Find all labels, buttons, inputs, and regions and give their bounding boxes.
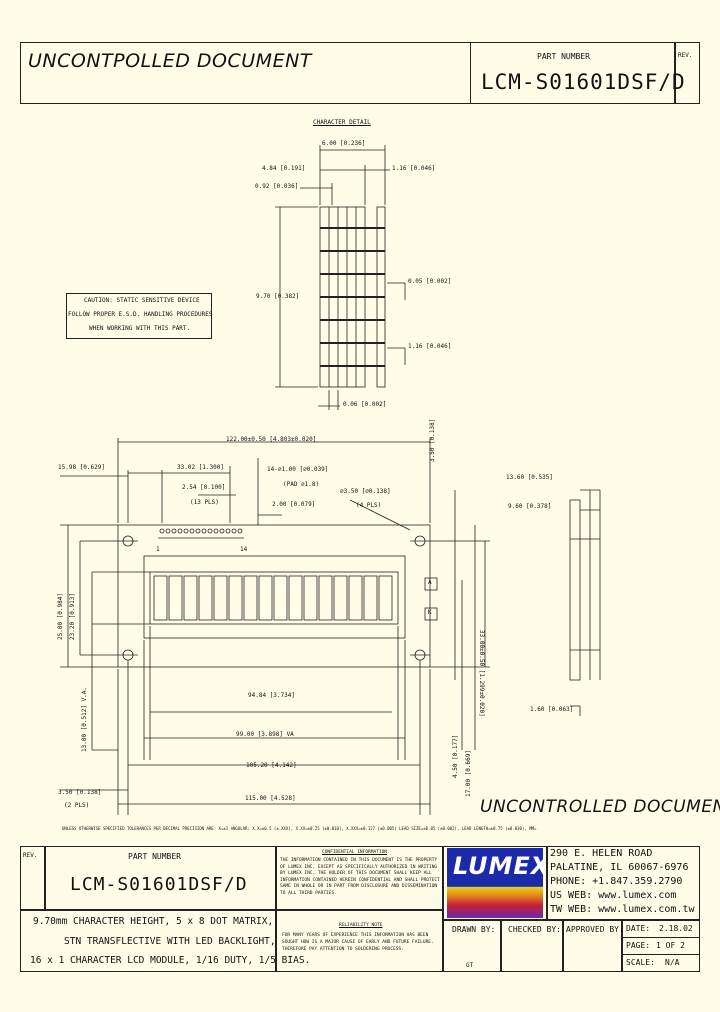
dim-254: 2.54 [0.100]: [182, 484, 226, 491]
tb-conf-box: [276, 846, 443, 910]
dim-200: 2.00 [0.079]: [272, 501, 316, 508]
tb-us-web: US WEB: www.lumex.com: [550, 890, 677, 901]
dim-char-005: 0.05 [0.002]: [408, 278, 452, 285]
dim-2-pls: (2 PLS): [64, 802, 90, 809]
dim-2500: 25.00 [0.984]: [57, 593, 64, 640]
dim-115: 115.00 [4.528]: [245, 795, 296, 802]
dim-450: 4.50 [0.177]: [452, 734, 459, 778]
tb-reliab-body: FOR MANY YEARS OF EXPERIENCE THIS INFORM…: [282, 933, 434, 952]
dim-char-092: 0.92 [0.036]: [255, 183, 299, 190]
tb-reliab-title: RELIABILITY NOTE: [339, 923, 383, 928]
character-detail-title: CHARACTER DETAIL: [313, 119, 371, 126]
dim-10520: 105.20 [4.142]: [246, 762, 297, 769]
pin-14-label: 14: [240, 546, 248, 553]
dim-char-484: 4.84 [0.191]: [262, 165, 306, 172]
tb-conf-title: CONFIDENTIAL INFORMATION: [322, 850, 388, 855]
dim-3302: 33.02 [1.300]: [177, 464, 224, 471]
tb-rev-label: REV.: [23, 852, 38, 859]
led-anode-label: A: [428, 579, 432, 586]
caution-line-1: CAUTION: STATIC SENSITIVE DEVICE: [84, 297, 200, 304]
dim-char-116-top: 1.16 [0.046]: [392, 165, 436, 172]
header-part-number: LCM-S01601DSF/D: [481, 70, 686, 94]
tb-date: 2.18.02: [659, 924, 693, 933]
dim-char-116-mid: 1.16 [0.046]: [408, 343, 452, 350]
tb-checked-box: [501, 920, 563, 972]
dim-char-970: 9.70 [0.382]: [256, 293, 300, 300]
caution-line-3: WHEN WORKING WITH THIS PART.: [89, 325, 191, 332]
tb-drawn-by-label: DRAWN BY:: [452, 925, 496, 934]
tb-desc-box: [20, 910, 276, 972]
tb-phone: PHONE: +1.847.359.2790: [550, 876, 683, 887]
dim-1700: 17.00 [0.669]: [465, 750, 472, 797]
dim-hole: ∅3.50 [∅0.138]: [340, 488, 391, 495]
tb-part-number: LCM-S01601DSF/D: [70, 874, 248, 895]
tb-page-label: PAGE:: [626, 941, 651, 950]
tb-desc-2: STN TRANSFLECTIVE WITH LED BACKLIGHT,: [64, 936, 276, 947]
header-part-box: [470, 42, 675, 104]
dim-2320: 23.20 [0.913]: [69, 593, 76, 640]
led-cathode-label: K: [428, 609, 432, 616]
tb-part-box: [45, 846, 276, 910]
tb-date-label: DATE:: [626, 924, 651, 933]
tb-addr-2: PALATINE, IL 60067-6976: [550, 862, 689, 873]
tb-page: 1 OF 2: [656, 941, 685, 950]
dim-960: 9.60 [0.378]: [508, 503, 552, 510]
tb-rev-box: [20, 846, 45, 910]
tb-part-number-label: PART NUMBER: [128, 852, 181, 861]
tb-drawn-box: [443, 920, 501, 972]
dim-33: 33.00±0.50 [1.299±0.020]: [478, 630, 485, 717]
dim-160: 1.60 [0.063]: [530, 706, 574, 713]
header-rev-label: REV.: [678, 52, 693, 59]
dim-1598: 15.98 [0.629]: [58, 464, 105, 471]
tb-approved-box: [563, 920, 622, 972]
dim-350-bot: 3.50 [0.138]: [58, 789, 102, 796]
tb-tw-web: TW WEB: www.lumex.com.tw: [550, 904, 695, 915]
tolerance-note: UNLESS OTHERWISE SPECIFIED TOLERANCES PE…: [62, 826, 537, 831]
tb-scale-box: [622, 954, 700, 972]
dim-13-pls: (13 PLS): [190, 499, 219, 506]
lumex-logo: LUMEX: [447, 848, 543, 918]
dim-350-top: 3.50 [0.138]: [429, 418, 436, 462]
tb-scale-label: SCALE:: [626, 958, 655, 967]
tb-desc-3: 16 x 1 CHARACTER LCD MODULE, 1/16 DUTY, …: [30, 955, 311, 966]
pin-1-label: 1: [156, 546, 160, 553]
tb-addr-1: 290 E. HELEN ROAD: [550, 848, 653, 859]
tb-scale: N/A: [665, 958, 680, 967]
dim-pin-diameter: 14-∅1.00 [∅0.039]: [267, 466, 329, 473]
tb-conf-body: THE INFORMATION CONTAINED IN THIS DOCUME…: [280, 858, 440, 896]
watermark-bottom: UNCONTROLLED DOCUMENT: [480, 797, 720, 817]
dim-9484: 94.84 [3.734]: [248, 692, 295, 699]
dim-1300: 13.00 [0.512] V.A.: [81, 686, 88, 752]
tb-desc-1: 9.70mm CHARACTER HEIGHT, 5 x 8 DOT MATRI…: [33, 916, 274, 927]
header-part-number-label: PART NUMBER: [537, 52, 590, 61]
dim-overall-width: 122.00±0.50 [4.803±0.020]: [226, 436, 317, 443]
tb-reliab-box: [276, 910, 443, 972]
dim-4-pls: (4 PLS): [356, 502, 382, 509]
header-rev-box: [675, 42, 700, 104]
module-drawing: [60, 438, 601, 815]
dim-9900: 99.00 [3.898] VA: [236, 731, 294, 738]
tb-logo-box: [443, 846, 547, 920]
dim-pad: (PAD ∅1.8): [283, 481, 320, 488]
caution-line-2: FOLLOW PROPER E.S.D. HANDLING PROCEDURES: [68, 311, 213, 318]
tb-drawn-by: GT: [466, 962, 474, 969]
dim-char-width: 6.00 [0.236]: [322, 140, 366, 147]
character-detail-figure: [275, 145, 406, 410]
watermark-top: UNCONTPOLLED DOCUMENT: [28, 50, 312, 72]
dim-1360: 13.60 [0.535]: [506, 474, 553, 481]
caution-box: [66, 293, 212, 339]
tb-approved-by-label: APPROVED BY:: [566, 925, 624, 934]
dim-char-006: 0.06 [0.002]: [343, 401, 387, 408]
tb-address-box: [547, 846, 700, 920]
lumex-logo-text: LUMEX: [453, 852, 543, 880]
tb-checked-by-label: CHECKED BY:: [508, 925, 561, 934]
